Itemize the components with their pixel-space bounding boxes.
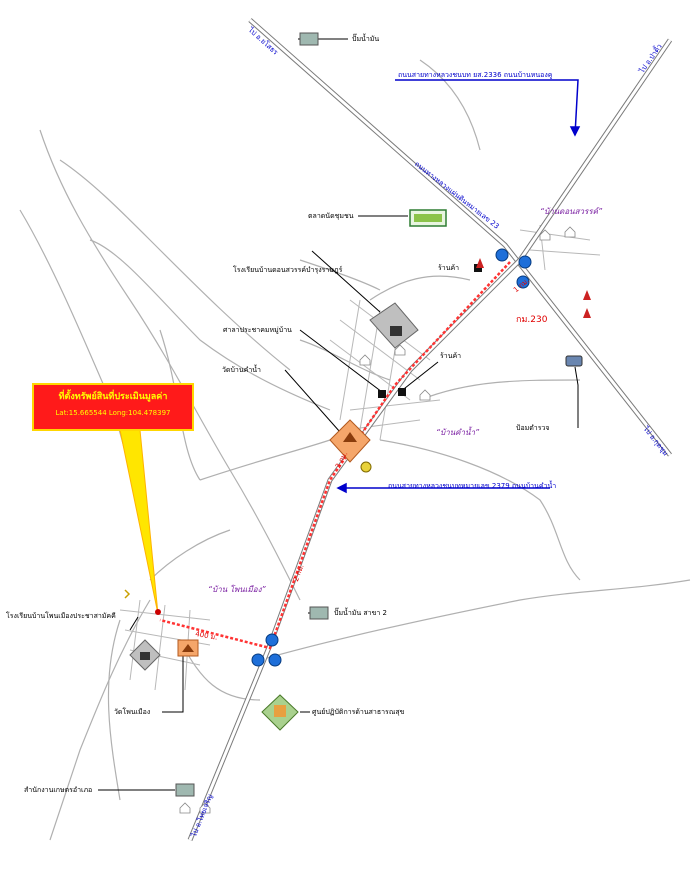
gas-station-icons xyxy=(175,32,329,797)
label-school-2: โรงเรียนบ้านโพนเมืองประชาสามัคคี xyxy=(6,612,116,620)
label-market-sign: ตลาดนัดชุมชน xyxy=(308,212,354,220)
road-label-arrows xyxy=(336,79,581,494)
label-shop-2: ร้านค้า xyxy=(440,352,462,360)
label-gas-station-mid: ปั๊มน้ำมัน สาขา 2 xyxy=(334,609,387,617)
traffic-light-icons xyxy=(251,248,532,667)
route-line xyxy=(159,261,511,650)
highway-nw-se xyxy=(248,18,672,457)
label-shop-1: ร้านค้า xyxy=(438,264,460,272)
antenna-icons xyxy=(476,258,591,318)
route-km-230: กม.230 xyxy=(516,315,548,325)
village-label-3: “บ้าน โพนเมือง” xyxy=(208,585,266,594)
callout-coordinates: Lat:15.665544 Long:104.478397 xyxy=(55,409,171,417)
health-center-icon xyxy=(261,694,299,731)
callout-title: ที่ตั้งทรัพย์สินที่ประเมินมูลค่า xyxy=(58,392,168,402)
village-label-2: “บ้านคำน้ำ” xyxy=(436,428,480,437)
market-sign-icon xyxy=(409,209,447,227)
label-bank: สำนักงานเกษตรอำเภอ xyxy=(24,786,93,794)
label-police-box: ป้อมตำรวจ xyxy=(516,424,550,432)
callout-pointer xyxy=(119,429,159,615)
property-location-callout[interactable]: ที่ตั้งทรัพย์สินที่ประเมินมูลค่า Lat:15.… xyxy=(32,383,194,431)
highway-ne-sw xyxy=(187,38,673,841)
market-icon xyxy=(360,461,372,473)
minor-roads xyxy=(19,59,691,841)
house-icons xyxy=(179,226,576,814)
school-icon-2 xyxy=(129,639,161,671)
temple-icon-2 xyxy=(177,639,199,657)
label-village-hall: ศาลาประชาคมหมู่บ้าน xyxy=(223,326,292,334)
village-label-1: “บ้านดอนสวรรค์” xyxy=(540,207,603,216)
label-gas-station-top: ปั๊มน้ำมัน xyxy=(352,35,380,43)
road-label-2336: ถนนสายทางหลวงชนบท ยส.2336 ถนนบ้านหนองคู xyxy=(398,71,553,79)
temple-icon xyxy=(329,419,371,463)
village-streets xyxy=(119,224,601,691)
property-marker xyxy=(155,609,161,615)
leader-lines xyxy=(98,38,579,791)
label-school-1: โรงเรียนบ้านดอนสวรรค์บำรุงราษฎร์ xyxy=(233,266,343,274)
label-temple-2: วัดโพนเมือง xyxy=(114,708,151,716)
school-icon xyxy=(369,302,419,349)
police-car-icon xyxy=(565,355,583,367)
road-label-2379: ถนนสายทางหลวงชนบทหมายเลข 2379 ถนนบ้านคำน… xyxy=(388,482,557,490)
label-temple-1: วัดบ้านคำน้ำ xyxy=(222,366,261,374)
label-health-center: ศูนย์ปฏิบัติการด้านสาธารณสุข xyxy=(312,708,405,716)
small-flag-icon xyxy=(124,589,131,599)
